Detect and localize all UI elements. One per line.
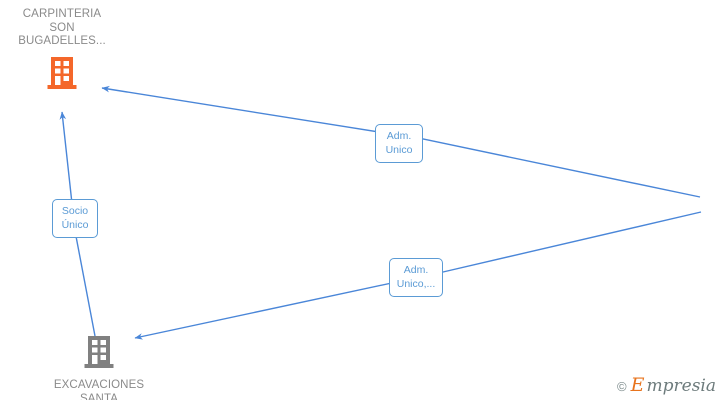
copyright-symbol: ©	[617, 379, 627, 394]
brand-name: mpresia	[646, 376, 717, 396]
building-icon	[46, 55, 78, 96]
empresia-watermark: © E mpresia	[617, 376, 716, 395]
edge-label-adm-unico-carpinteria[interactable]: Adm. Unico	[375, 124, 423, 163]
edge-label-socio-unico[interactable]: Socio Único	[52, 199, 98, 238]
node-label-excavaciones: EXCAVACIONES SANTA	[53, 379, 145, 400]
building-icon	[83, 334, 115, 375]
edge-label-adm-unico-excavaciones[interactable]: Adm. Unico,...	[389, 258, 443, 297]
brand-initial: E	[630, 374, 645, 396]
node-excavaciones-santa[interactable]: EXCAVACIONES SANTA	[24, 334, 174, 400]
node-label-carpinteria: CARPINTERIA SON BUGADELLES...	[18, 8, 106, 47]
edge-person-to-carpinteria	[101, 85, 701, 198]
edge-person-to-excavaciones	[134, 211, 702, 340]
node-carpinteria-son-bugadelles[interactable]: CARPINTERIA SON BUGADELLES...	[0, 8, 137, 96]
node-person-gonzalez-rodriguez[interactable]: Gonza Rodrig Jonat	[625, 188, 728, 267]
